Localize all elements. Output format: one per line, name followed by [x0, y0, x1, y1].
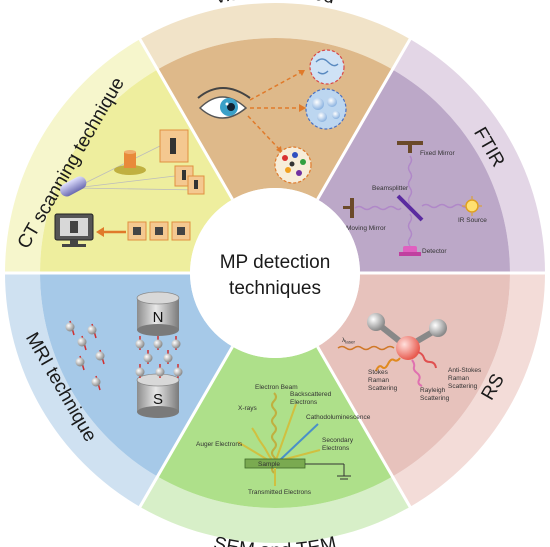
magnet-south-label: S — [153, 391, 163, 408]
detector-icon — [399, 246, 421, 256]
svg-text:Electrons: Electrons — [322, 445, 350, 452]
ring-band-rs — [392, 273, 545, 507]
anti-stokes-label: Anti-Stokes Raman Scattering — [448, 367, 482, 390]
transmitted-electrons-label: Transmitted Electrons — [248, 489, 312, 496]
proton-spin-icon — [87, 323, 97, 339]
mri-illustration: N S — [65, 291, 183, 418]
proton-spin-icon — [65, 320, 75, 336]
center-circle — [190, 188, 360, 358]
sem-illustration: Electron Beam Backscattered Electrons X-… — [196, 384, 371, 496]
svg-text:Scattering: Scattering — [420, 395, 450, 402]
proton-spin-icon — [95, 349, 105, 365]
svg-text:Secondary: Secondary — [322, 437, 354, 444]
auger-electrons-label: Auger Electrons — [196, 441, 243, 448]
ir-source-label: IR Source — [458, 217, 487, 224]
ring-band-ct — [5, 39, 158, 273]
proton-spin-icon — [77, 335, 87, 351]
proton-spin-icon — [75, 355, 85, 371]
segment-divider — [137, 345, 234, 510]
slice-images-icon — [127, 221, 191, 241]
magnet-north-label: N — [153, 309, 164, 326]
fiber-particles-icon — [309, 49, 345, 85]
moving-mirror-label: Moving Mirror — [346, 225, 387, 232]
svg-text:Raman: Raman — [368, 377, 389, 384]
ring-band-ftir — [392, 39, 545, 273]
ring-band-mri — [5, 273, 158, 507]
molecule-center-icon — [396, 336, 420, 360]
backscattered-label: Backscattered Electrons — [290, 391, 332, 406]
svg-text:Scattering: Scattering — [368, 385, 398, 392]
proton-spin-icon — [163, 350, 173, 364]
detector-label: Detector — [422, 248, 447, 255]
svg-text:Backscattered: Backscattered — [290, 391, 332, 398]
ring-band-visual — [140, 2, 410, 70]
svg-text:Anti-Stokes: Anti-Stokes — [448, 367, 482, 374]
cathodoluminescence-label: Cathodoluminescence — [306, 414, 371, 421]
rayleigh-label: Rayleigh Scattering — [420, 387, 450, 402]
ir-source-icon — [462, 196, 482, 216]
atom-icon — [367, 313, 385, 331]
proton-spin-icon — [155, 364, 165, 378]
svg-text:Scattering: Scattering — [448, 383, 478, 390]
svg-text:Stokes: Stokes — [368, 369, 389, 376]
segment-panel-mri — [40, 273, 233, 477]
eye-icon — [197, 87, 251, 119]
segment-divider — [137, 36, 234, 201]
ring-band-sem — [140, 476, 410, 543]
svg-text:Rayleigh: Rayleigh — [420, 387, 446, 394]
proton-spin-icon — [153, 336, 163, 350]
projection-frames-icon — [159, 129, 205, 195]
proton-spin-icon — [135, 336, 145, 350]
xrays-label: X-rays — [238, 405, 258, 412]
svg-text:Electrons: Electrons — [290, 399, 318, 406]
fixed-mirror-label: Fixed Mirror — [420, 150, 456, 157]
segment-panel-rs — [317, 273, 510, 477]
beamsplitter-icon — [396, 194, 424, 222]
monitor-icon — [54, 213, 94, 247]
proton-spin-icon — [171, 336, 181, 350]
sample-label: Sample — [258, 461, 280, 468]
magnet-north-icon: N — [136, 291, 180, 336]
beamsplitter-label: Beamsplitter — [372, 185, 409, 192]
rotating-sample-icon — [114, 150, 146, 175]
outer-ring — [5, 2, 545, 543]
proton-spin-icon — [173, 364, 183, 378]
fixed-mirror-icon — [397, 141, 423, 145]
secondary-electrons-label: Secondary Electrons — [322, 437, 354, 452]
moving-mirror-icon — [350, 198, 354, 218]
colored-fragments-icon — [274, 146, 312, 184]
ct-illustration — [54, 129, 205, 247]
segment-dividers — [3, 36, 547, 510]
rs-illustration: λlaser Stokes Raman Scattering Rayleigh … — [337, 313, 482, 402]
svg-text:Raman: Raman — [448, 375, 469, 382]
laser-lambda-label: λlaser — [342, 337, 356, 345]
magnet-south-icon: S — [136, 373, 180, 418]
atom-icon — [429, 319, 447, 337]
stokes-label: Stokes Raman Scattering — [368, 369, 398, 392]
bubble-particles-icon — [305, 88, 347, 130]
xray-tube-icon — [60, 176, 87, 197]
ftir-illustration: Fixed Mirror Beamsplitter IR Source Movi… — [343, 141, 487, 256]
segment-panel-ftir — [317, 69, 510, 273]
electron-beam-label: Electron Beam — [255, 384, 298, 391]
segment-divider — [316, 36, 413, 201]
segment-divider — [316, 345, 413, 510]
proton-spin-icon — [135, 364, 145, 378]
proton-spins — [65, 320, 183, 391]
visual-method-illustration — [197, 49, 347, 184]
center-title-line1: MP detection — [220, 252, 331, 273]
proton-spin-icon — [91, 375, 101, 391]
center-title-line2: techniques — [229, 278, 321, 299]
proton-spin-icon — [143, 350, 153, 364]
